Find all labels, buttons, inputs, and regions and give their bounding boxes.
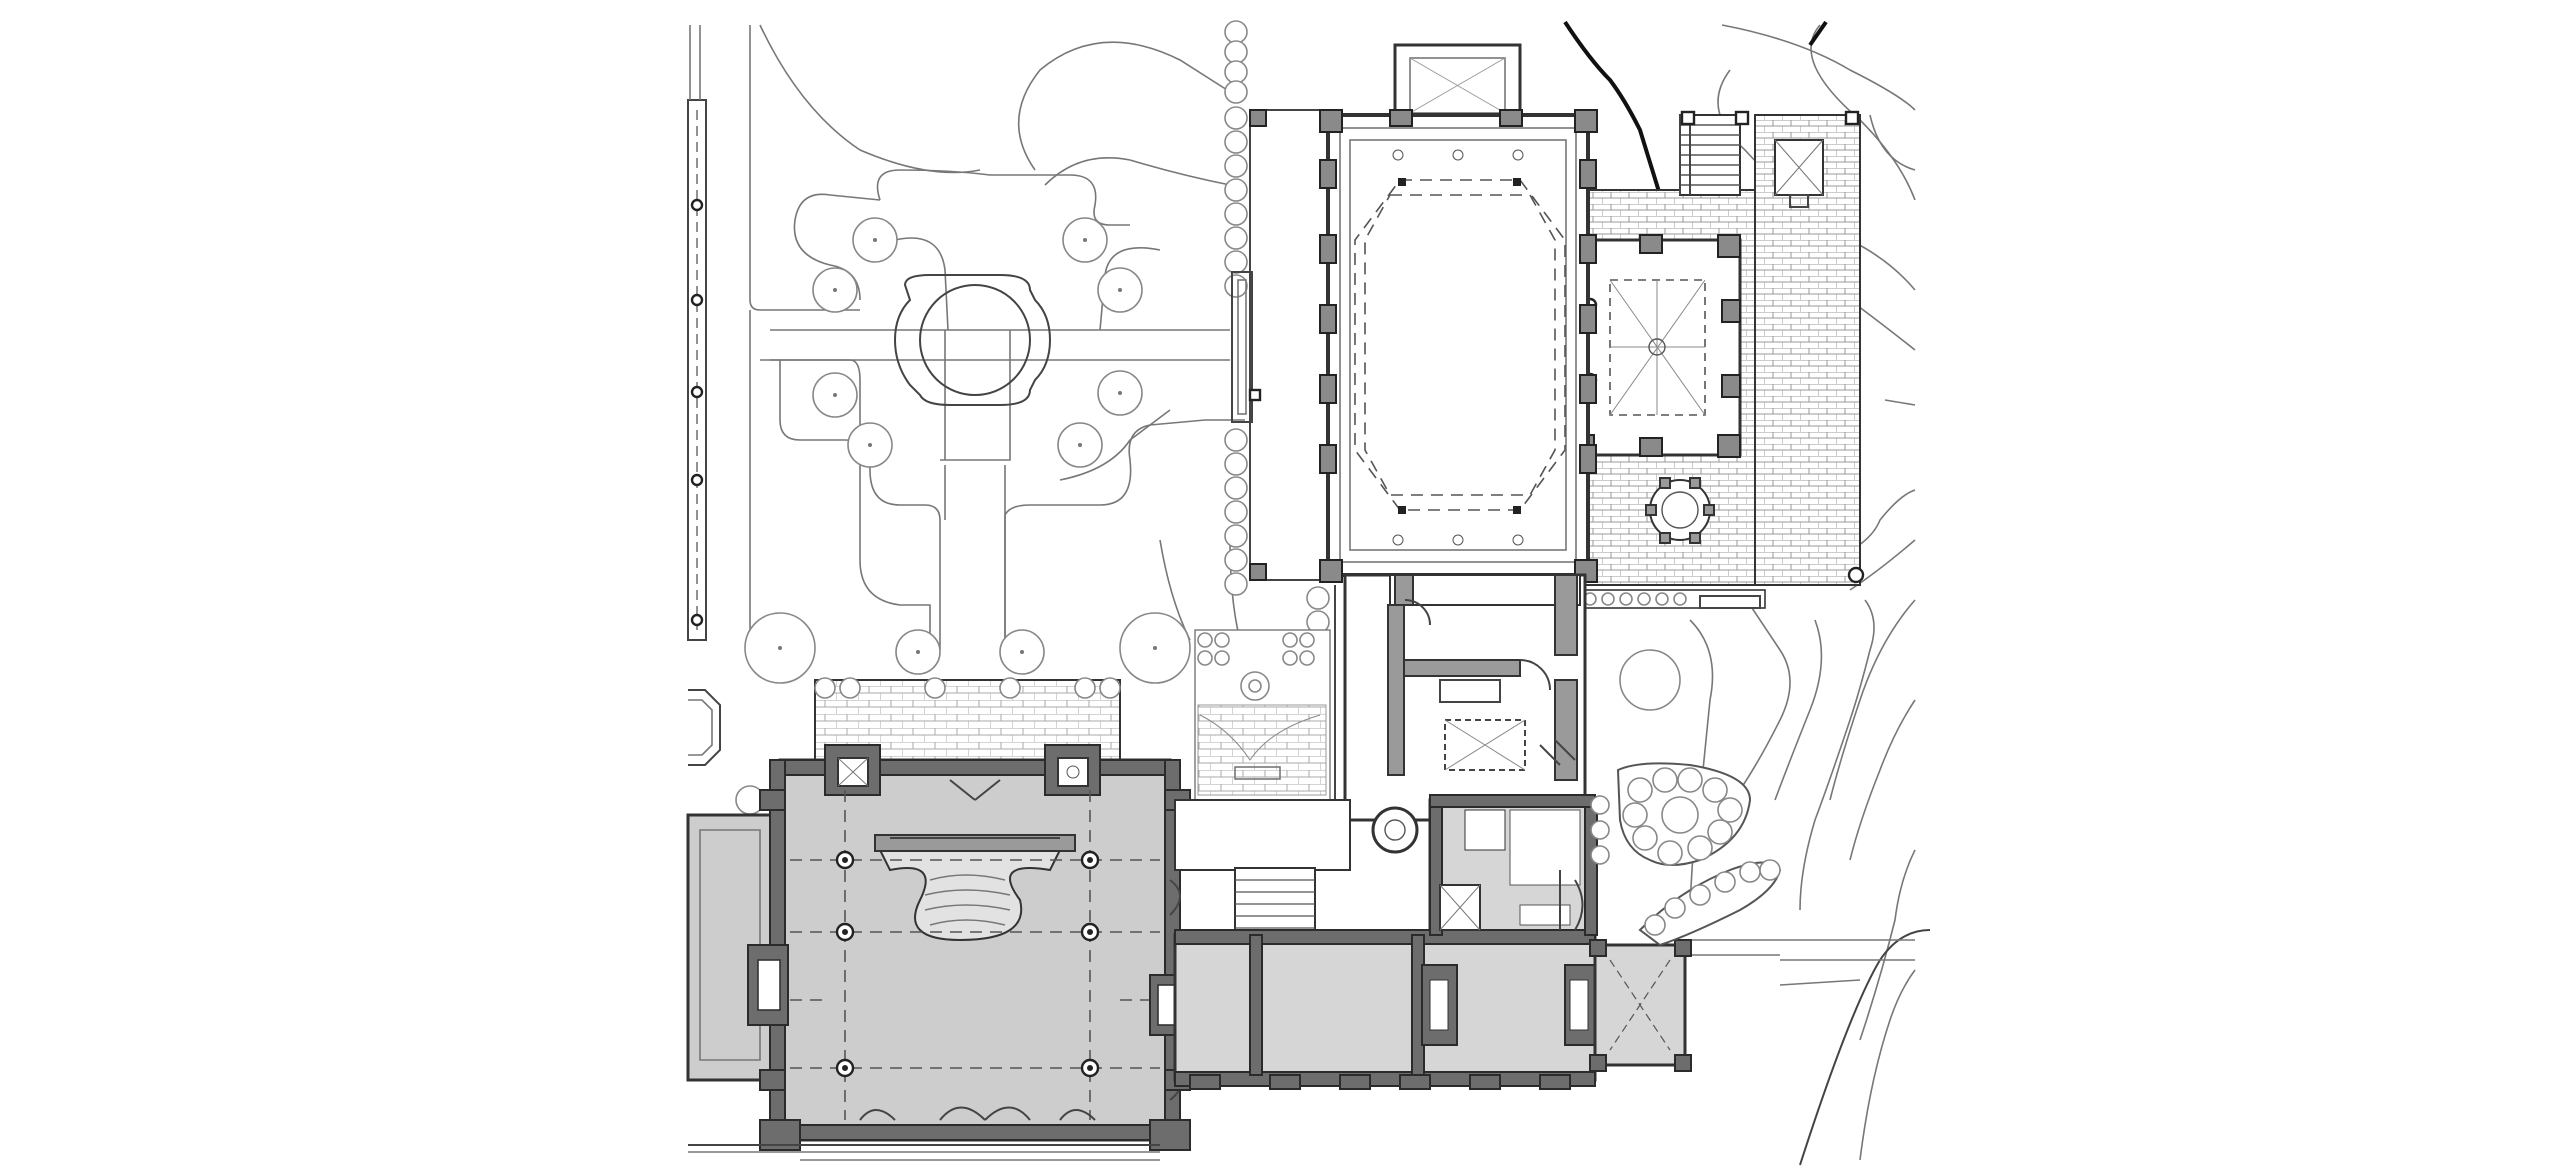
parterre xyxy=(1194,629,1331,801)
terrace-hedge xyxy=(1574,589,1766,609)
main-house xyxy=(686,677,1191,1151)
south-boundary xyxy=(688,1144,1160,1161)
garden-trees xyxy=(735,217,1191,815)
east-wing xyxy=(1173,794,1692,1090)
west-boundary-wall xyxy=(687,99,707,641)
hall-wall-piers xyxy=(1319,109,1598,583)
shrub-beds xyxy=(1590,649,1782,947)
east-pavilion xyxy=(1571,234,1742,458)
topography xyxy=(1563,20,1931,1166)
outdoor-table xyxy=(1645,477,1715,544)
north-portico xyxy=(1393,43,1522,122)
main-hall-columns xyxy=(835,850,1100,1078)
boundary-piers xyxy=(690,198,704,627)
hall-light-fixtures xyxy=(1392,149,1524,546)
hall-columns xyxy=(1398,178,1521,514)
fountain xyxy=(893,273,1052,406)
north-hall xyxy=(1319,43,1598,820)
